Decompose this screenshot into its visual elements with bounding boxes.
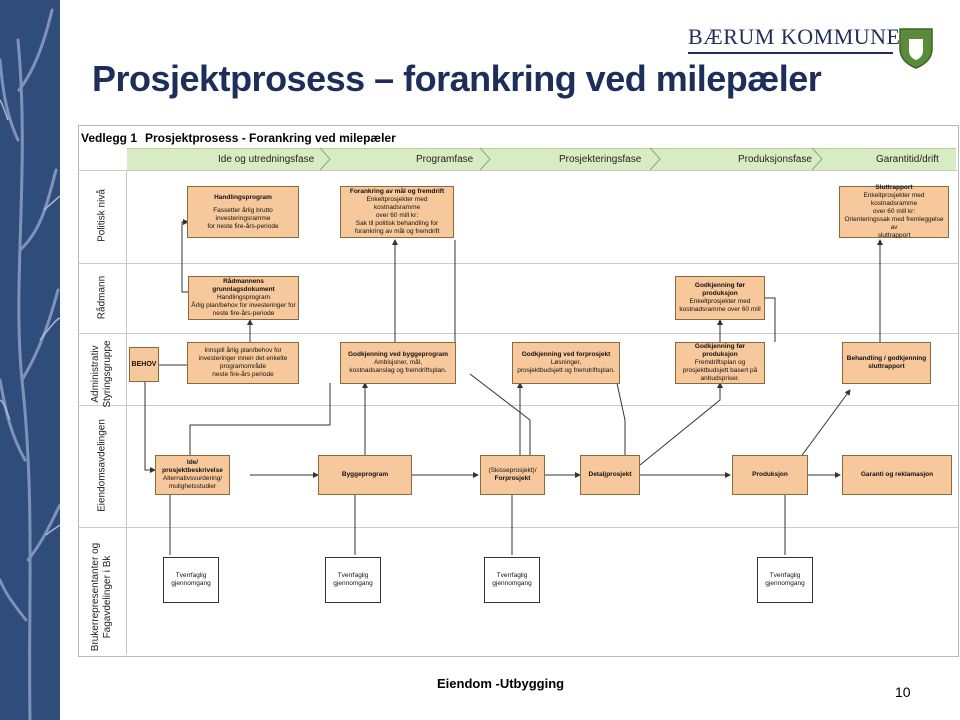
box-line: Enkeltprosjekter med kostnadsramme [366,196,428,211]
lane-label-politisk: Politisk nivå [96,189,108,242]
box-line: Ambisjoner, mål, [373,359,423,366]
lane-divider [78,405,958,406]
phase-produksjon: Produksjonsfase [738,154,812,165]
box-line: sluttrapport [877,232,911,239]
behandling-title: Behandling / godkjenning [846,355,927,362]
municipality-logo-text: BÆRUM KOMMUNE [688,24,901,49]
skisseprosjekt-title: (Skisseprosjekt)/ [488,467,537,474]
lane-divider [78,263,958,264]
tree-branches-graphic [0,8,60,720]
lane-label-bruker: Brukerrepresentanter og Fagavdelinger i … [90,542,113,652]
phase-prosjektering: Prosjekteringsfase [559,154,642,165]
box-line: Sak til politisk behandling for [355,220,439,227]
lane-label-eiendom: Eiendomsavdelingen [96,419,108,512]
lane-divider [78,170,958,171]
lane-divider [78,527,958,528]
innspill-box: Innspill årlig plan/behov for investerin… [187,342,299,384]
box-line: prosjektbudsjett basert på [682,367,758,374]
box-line: kostnadsanslag og fremdriftsplan. [349,367,447,374]
forankring-title: Forankring av mål og fremdrift [349,188,445,195]
garanti-title: Garanti og reklamasjon [860,471,934,478]
phase-ide: Ide og utredningsfase [218,154,315,165]
forankring-box: Forankring av mål og fremdrift Enkeltpro… [340,186,454,238]
ide-title: Ide/ [186,459,199,466]
godkjenning-forprosjekt-title: Godkjenning ved forprosjekt [521,351,611,358]
forprosjekt-box: (Skisseprosjekt)/ Forprosjekt [480,455,545,495]
box-line: Enkeltprosjekter med kostnadsramme [863,192,925,207]
tverrfaglig-box-4: Tverrfaglig gjennomgang [757,557,813,603]
box-line: Fassetter årlig brutto [213,206,273,214]
page-title: Prosjektprosess – forankring ved milepæl… [92,58,822,99]
box-line: kostnadsramme over 60 mill [679,306,761,313]
tverrfaglig-box-3: Tverrfaglig gjennomgang [484,557,540,603]
tverrfaglig-box-1: Tverrfaglig gjennomgang [163,557,219,603]
page-number: 10 [895,684,911,700]
box-line: Årlig plan/behov for investeringer for [191,302,296,309]
handlingsprogram-box: Handlingsprogram Fassetter årlig brutto … [187,186,299,238]
godkjenning-byggeprogram-title: Godkjenning ved byggeprogram [347,351,449,358]
tverrfaglig-label: Tverrfaglig gjennomgang [765,572,805,587]
appendix-label: Vedlegg 1 [81,131,138,145]
box-line: neste fire-års periode [212,371,274,378]
box-line: over 60 mill kr: [872,208,916,215]
box-line: neste fire-års-periode [212,310,275,317]
lane-label-admin: Administrativ Styringsgruppe [90,340,113,408]
diagram-heading: Prosjektprosess - Forankring ved milepæl… [145,131,396,145]
behov-title: BEHOV [131,360,157,368]
box-line: Alternativsvurdering/ [162,475,223,482]
box-line: Løsninger, [550,359,582,366]
tverrfaglig-label: Tverrfaglig gjennomgang [171,572,211,587]
tverrfaglig-box-2: Tverrfaglig gjennomgang [325,557,381,603]
box-line: investeringer innen det enkelte [198,355,288,362]
produksjon-title: Produksjon [752,471,788,478]
grunnlagsdokument-box: Rådmannens grunnlagsdokument Handlingspr… [188,276,299,320]
box-line: Orienteringssak med fremleggelse av [844,216,944,231]
box-line: Enkeltprosjekter med [689,298,751,305]
godkjenning-produksjon-title: Godkjenning før produksjon [694,282,746,297]
godkjenning-forprosjekt-box: Godkjenning ved forprosjekt Løsninger, p… [512,342,620,384]
phase-program: Programfase [416,154,474,165]
box-line: programområde [219,363,267,370]
tverrfaglig-label: Tverrfaglig gjennomgang [492,572,532,587]
behandling-sluttrapport-box: Behandling / godkjenning sluttrapport [842,342,931,384]
lane-divider [78,333,958,334]
detaljprosjekt-title: Detaljprosjekt [588,471,632,478]
lane-label-divider [126,170,127,655]
produksjon-box: Produksjon [732,455,808,495]
box-line: over 60 mill kr: [375,212,419,219]
detaljprosjekt-box: Detaljprosjekt [580,455,640,495]
box-line: Fremdriftsplan og [694,359,746,366]
grunnlagsdokument-title: Rådmannens grunnlagsdokument [212,278,275,293]
garanti-box: Garanti og reklamasjon [842,455,952,495]
box-line: Innspill årlig plan/behov for [204,347,282,354]
box-line: mulighetsstudier [168,483,217,490]
box-line: sluttrapport [868,363,905,370]
ide-title-line2: prosjektbeskrivelse [162,467,223,474]
decorative-tree-panel [0,0,60,720]
logo-underline [688,52,893,54]
godkjenning-byggeprogram-box: Godkjenning ved byggeprogram Ambisjoner,… [340,342,456,384]
coat-of-arms-icon [899,28,933,69]
phase-garanti: Garantitid/drift [876,154,939,165]
behov-box: BEHOV [129,347,159,382]
box-line: Handlingsprogram [216,294,271,301]
tverrfaglig-label: Tverrfaglig gjennomgang [333,572,373,587]
ide-prosjektbeskrivelse-box: Ide/ prosjektbeskrivelse Alternativsvurd… [155,455,230,495]
box-line: Forprosjekt [494,475,531,482]
sluttrapport-box: Sluttrapport Enkeltprosjekter med kostna… [839,184,949,239]
box-line: prosjektbudsjett og fremdriftsplan. [517,367,615,374]
footer-text: Eiendom -Utbygging [437,676,565,691]
box-line: for neste fire-års-periode [207,222,279,230]
godkjenning-produksjon-admin-box: Godkjenning før produksjon Fremdriftspla… [675,342,765,384]
sluttrapport-title: Sluttrapport [875,184,913,191]
box-line: investeringsramme [215,214,271,222]
handlingsprogram-title: Handlingsprogram [214,193,272,201]
byggeprogram-box: Byggeprogram [318,455,412,495]
box-line: anbudspriser. [700,375,740,382]
byggeprogram-title: Byggeprogram [341,471,389,478]
godkjenning-produksjon-radmann-box: Godkjenning før produksjon Enkeltprosjek… [675,276,765,320]
box-line: forankring av mål og fremdrift [354,228,440,235]
godkjenning-produksjon-admin-title: Godkjenning før produksjon [694,343,746,358]
